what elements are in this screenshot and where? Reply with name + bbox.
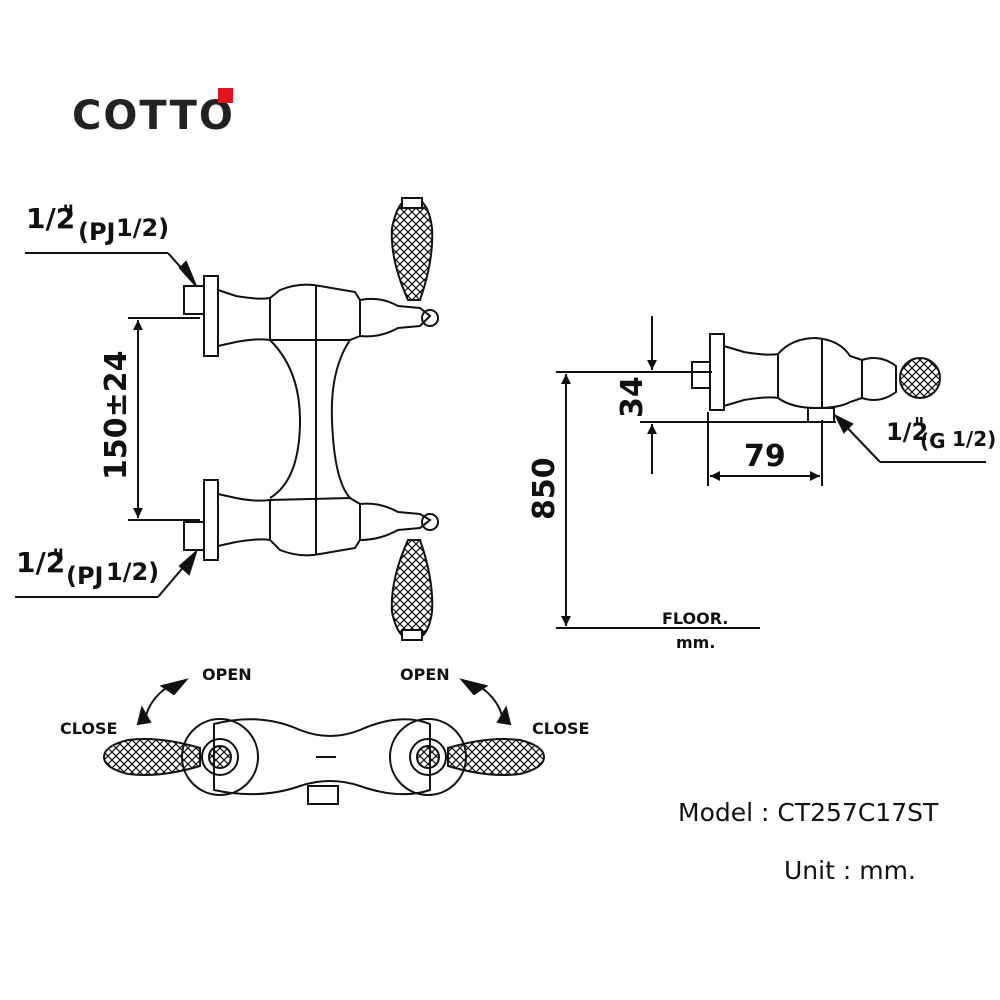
outlet-thread: (G	[920, 429, 946, 453]
floor-label: FLOOR.	[662, 609, 728, 628]
top-handle-lever	[390, 196, 434, 301]
top-view-outlet	[307, 785, 339, 805]
side-handle	[899, 357, 941, 399]
outlet-inch-mark: "	[914, 413, 924, 437]
left-close-label: CLOSE	[60, 719, 117, 738]
bottom-inlet-inch-mark: "	[52, 544, 65, 572]
model-separator: :	[761, 798, 770, 827]
left-handle	[102, 738, 201, 776]
spacing-dimension-label: 150±24	[99, 350, 134, 480]
side-view	[556, 316, 986, 629]
logo-text: COTTO	[72, 93, 235, 139]
top-inlet-fraction: 1/2	[26, 202, 75, 235]
right-handle	[447, 738, 546, 776]
bottom-handle-cap	[401, 629, 423, 641]
top-handle-cap	[401, 197, 423, 209]
top-flange	[203, 275, 219, 357]
top-view-body	[213, 718, 431, 796]
unit-info: Unit : mm.	[784, 856, 916, 885]
left-close-arrow	[136, 705, 152, 726]
right-open-arrow	[481, 687, 503, 717]
model-info: Model : CT257C17ST	[678, 798, 938, 827]
logo-red-square	[218, 88, 233, 103]
bottom-inlet-leader	[15, 548, 199, 598]
bottom-inlet-label: 1/2 " (PJ 1/2)	[16, 544, 159, 590]
right-close-label: CLOSE	[532, 719, 589, 738]
bottom-inlet-fraction: 1/2	[16, 546, 65, 579]
unit-separator: :	[842, 856, 852, 885]
outlet-fraction: 1/2	[886, 418, 928, 446]
height-dimension-label: 850	[527, 457, 562, 520]
top-inlet-leader	[25, 252, 197, 287]
bottom-handle-lever	[390, 539, 434, 642]
bottom-handle-hub	[421, 513, 439, 531]
side-escutcheon	[723, 344, 779, 408]
side-body	[777, 336, 863, 410]
unit-label: Unit	[784, 856, 835, 885]
offset-dimension-label: 34	[615, 376, 650, 418]
outlet-label: 1/2 " (G 1/2)	[886, 413, 996, 453]
bottom-inlet-thread: (PJ	[66, 562, 104, 590]
top-inlet-label: 1/2 " (PJ 1/2)	[26, 200, 169, 246]
brand-logo: COTTO	[72, 88, 235, 139]
top-handle-hub	[421, 309, 439, 327]
top-valve-body	[269, 283, 361, 341]
bottom-inlet-connector	[183, 521, 205, 551]
bottom-inlet-thread-fraction: 1/2)	[106, 558, 159, 586]
outlet-thread-fraction: 1/2)	[952, 427, 996, 451]
bottom-escutcheon	[217, 492, 271, 548]
spacing-dimension	[128, 317, 200, 521]
centre-waist	[269, 339, 351, 499]
right-close-arrow	[496, 705, 512, 726]
left-open-arrow	[145, 687, 167, 717]
bottom-flange	[203, 479, 219, 561]
top-inlet-inch-mark: "	[62, 200, 75, 228]
top-inlet-connector	[183, 285, 205, 315]
side-inlet	[691, 361, 711, 389]
unit-value: mm.	[859, 856, 916, 885]
depth-dimension-label: 79	[744, 439, 786, 474]
bottom-bonnet	[359, 502, 432, 542]
model-label: Model	[678, 798, 754, 827]
top-view	[102, 678, 546, 805]
top-bonnet	[359, 297, 432, 338]
floor-unit: mm.	[676, 633, 715, 652]
left-open-label: OPEN	[202, 665, 252, 684]
top-inlet-thread: (PJ	[78, 218, 116, 246]
side-flange	[709, 333, 725, 411]
top-inlet-thread-fraction: 1/2)	[116, 214, 169, 242]
front-view	[15, 196, 439, 642]
top-escutcheon	[217, 288, 271, 348]
side-outlet	[807, 407, 835, 423]
side-bonnet	[861, 357, 897, 401]
right-open-label: OPEN	[400, 665, 450, 684]
model-value: CT257C17ST	[777, 798, 939, 827]
